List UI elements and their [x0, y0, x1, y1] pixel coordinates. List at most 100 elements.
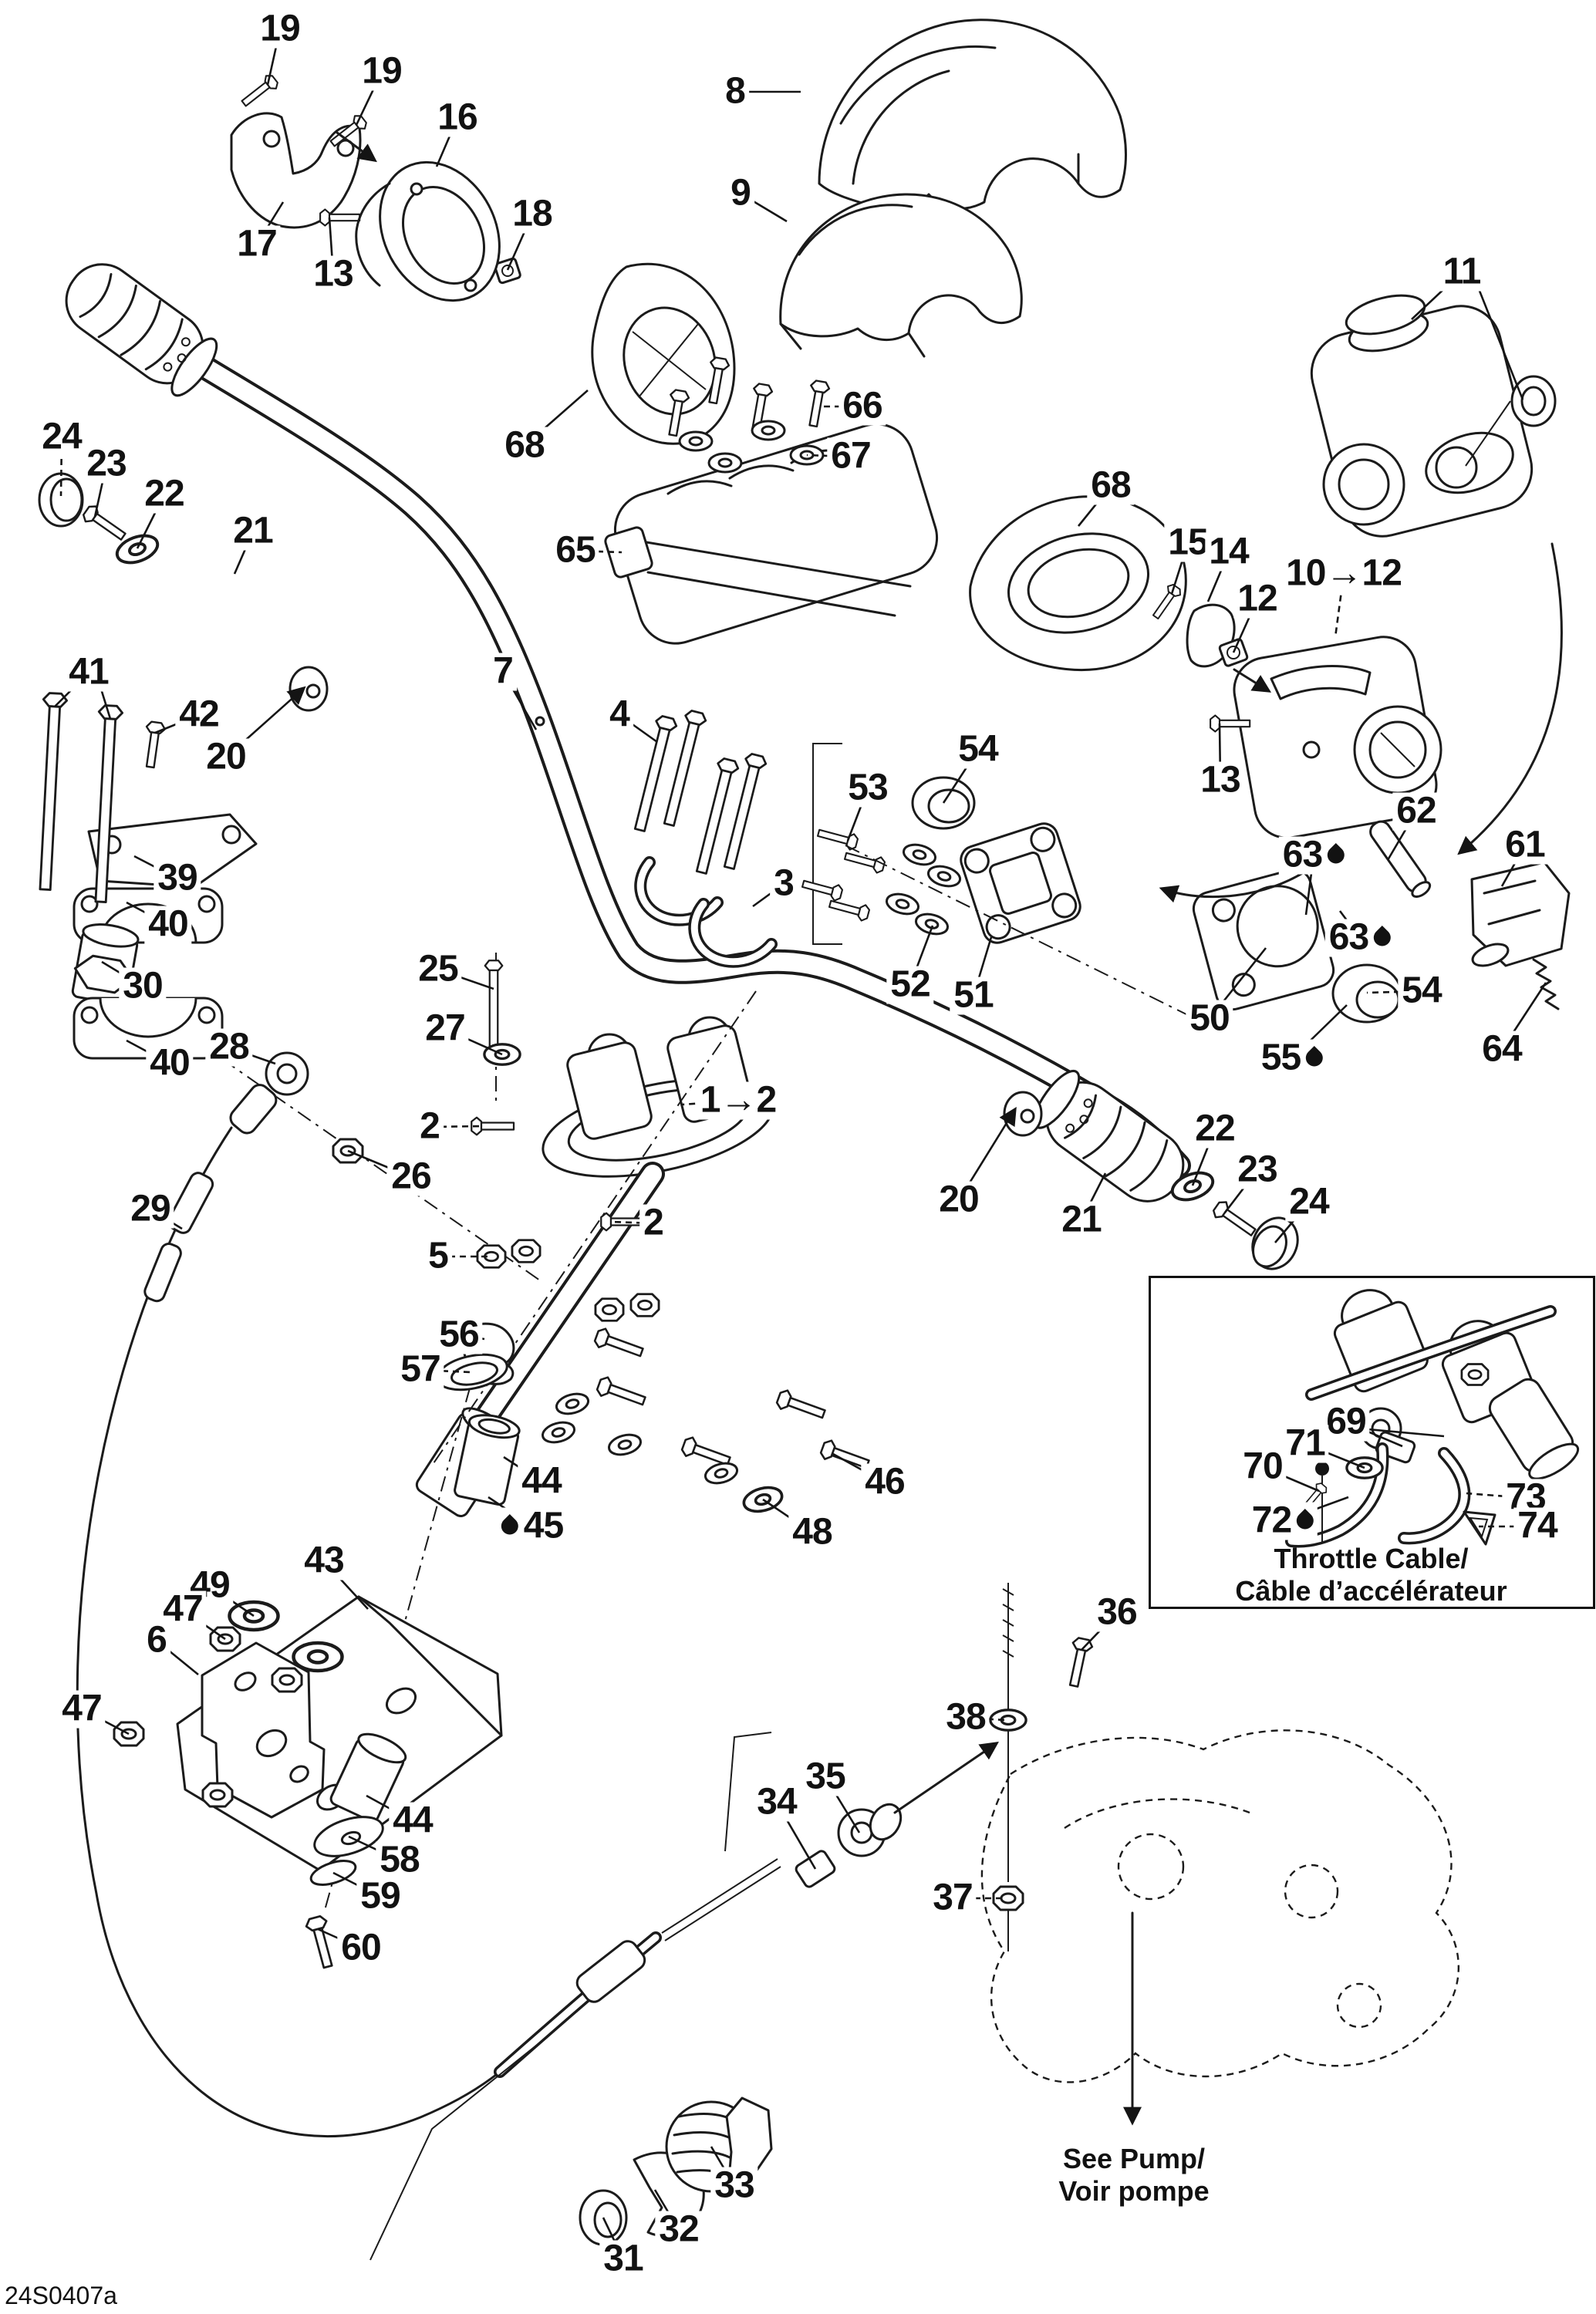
callout-number: 13: [1200, 759, 1240, 801]
callout-65: 65: [552, 531, 599, 570]
callout-68: 68: [1087, 467, 1135, 505]
callout-21: 21: [1058, 1201, 1105, 1240]
air-box-right: [969, 495, 1187, 672]
leader-line: [681, 1099, 739, 1106]
callout-number: 20: [206, 736, 246, 778]
callout-6: 6: [143, 1621, 170, 1660]
callout-number: 50: [1189, 997, 1230, 1039]
callout-number: 43: [304, 1540, 344, 1581]
callout-1-2: 1→2: [696, 1081, 781, 1120]
callout-11: 11: [1439, 251, 1485, 292]
callout-13: 13: [309, 253, 357, 295]
callout-2: 2: [639, 1202, 667, 1243]
callout-number: 18: [512, 193, 552, 234]
callout-26: 26: [387, 1155, 435, 1197]
callout-number: 2: [643, 1202, 664, 1243]
callout-27: 27: [421, 1007, 469, 1049]
callout-22: 22: [1191, 1110, 1239, 1149]
callout-number: 68: [504, 424, 545, 466]
callout-2: 2: [416, 1108, 444, 1146]
callout-63: 63: [1278, 836, 1349, 875]
callout-69: 69: [1322, 1403, 1370, 1442]
callout-number: 32: [659, 2208, 699, 2250]
callout-number: 35: [805, 1756, 845, 1797]
callout-44: 44: [389, 1802, 437, 1840]
callout-number: 33: [714, 2164, 754, 2206]
callout-68: 68: [501, 427, 548, 465]
throttle-cable-note: Throttle Cable/ Câble d’accélérateur: [1157, 1543, 1585, 1608]
callout-number: 19: [260, 8, 300, 49]
oil-drop-icon: [1370, 926, 1395, 950]
inset-throttle-assembly: [1285, 1289, 1580, 1548]
callout-59: 59: [356, 1875, 404, 1917]
callout-number: 11: [1442, 251, 1482, 292]
oil-drop-icon: [498, 1514, 522, 1539]
callout-number: 27: [425, 1007, 465, 1049]
callout-number: 39: [157, 857, 197, 899]
oil-drop-icon: [1324, 843, 1348, 868]
callout-40: 40: [146, 1042, 194, 1084]
callout-number: 61: [1505, 824, 1545, 865]
ski-leg-ghost: [980, 1583, 1459, 2126]
leader-line: [99, 686, 112, 720]
callout-number: 41: [69, 651, 109, 693]
callout-10-12: 10→12: [1282, 555, 1405, 593]
callout-46: 46: [861, 1463, 909, 1502]
callout-number: 51: [953, 974, 994, 1016]
callout-18: 18: [508, 193, 556, 234]
callout-66: 66: [838, 387, 886, 426]
callout-number: 28: [209, 1026, 249, 1068]
callout-number: 59: [360, 1875, 400, 1917]
callout-number: 3: [774, 862, 795, 904]
callout-number: 19: [362, 50, 402, 92]
callout-number: 12: [1237, 578, 1277, 619]
mirror-housing: [355, 160, 501, 302]
callout-number: 40: [150, 1042, 190, 1084]
callout-72: 72: [1247, 1499, 1318, 1541]
callout-21: 21: [229, 512, 277, 551]
callout-number: 15: [1168, 521, 1208, 563]
callout-51: 51: [950, 977, 997, 1015]
callout-20: 20: [935, 1181, 983, 1219]
callout-14: 14: [1205, 533, 1253, 572]
callout-64: 64: [1478, 1028, 1526, 1070]
callout-13: 13: [1196, 759, 1244, 801]
switch-screw-cluster: [800, 743, 1198, 1020]
callout-number: 72: [1251, 1499, 1292, 1541]
callout-20: 20: [202, 736, 250, 778]
callout-44: 44: [518, 1462, 565, 1501]
callout-number: 8: [725, 70, 746, 112]
callout-45: 45: [497, 1505, 568, 1547]
callout-number: 48: [792, 1511, 832, 1553]
throttle-cable-note-line1: Throttle Cable/: [1274, 1543, 1469, 1574]
callout-53: 53: [844, 767, 892, 808]
callout-3: 3: [770, 865, 798, 903]
callout-number: 36: [1097, 1591, 1137, 1633]
callout-number: 37: [933, 1877, 973, 1918]
leader-line: [1358, 1427, 1445, 1438]
callout-number: 58: [380, 1839, 420, 1881]
left-grip: [65, 263, 218, 397]
callout-number: 42: [179, 693, 219, 735]
callout-number: 45: [523, 1505, 564, 1547]
leader-line: [429, 1125, 482, 1128]
callout-23: 23: [1233, 1151, 1281, 1189]
callout-number: 13: [313, 253, 353, 295]
callout-number: 4: [609, 693, 630, 735]
callout-56: 56: [435, 1316, 483, 1354]
callout-number: 29: [130, 1188, 170, 1230]
callout-number: 10→12: [1286, 552, 1402, 594]
callout-number: 53: [848, 767, 888, 808]
callout-60: 60: [337, 1929, 385, 1968]
callout-number: 67: [831, 435, 871, 477]
callout-number: 64: [1482, 1028, 1522, 1070]
callout-47: 47: [58, 1690, 106, 1729]
oil-drop-icon: [1302, 1046, 1327, 1071]
callout-67: 67: [827, 435, 875, 477]
callout-71: 71: [1281, 1422, 1329, 1464]
callout-42: 42: [175, 693, 223, 735]
callout-43: 43: [300, 1540, 348, 1581]
callout-number: 26: [391, 1155, 431, 1197]
callout-number: 71: [1285, 1422, 1325, 1464]
